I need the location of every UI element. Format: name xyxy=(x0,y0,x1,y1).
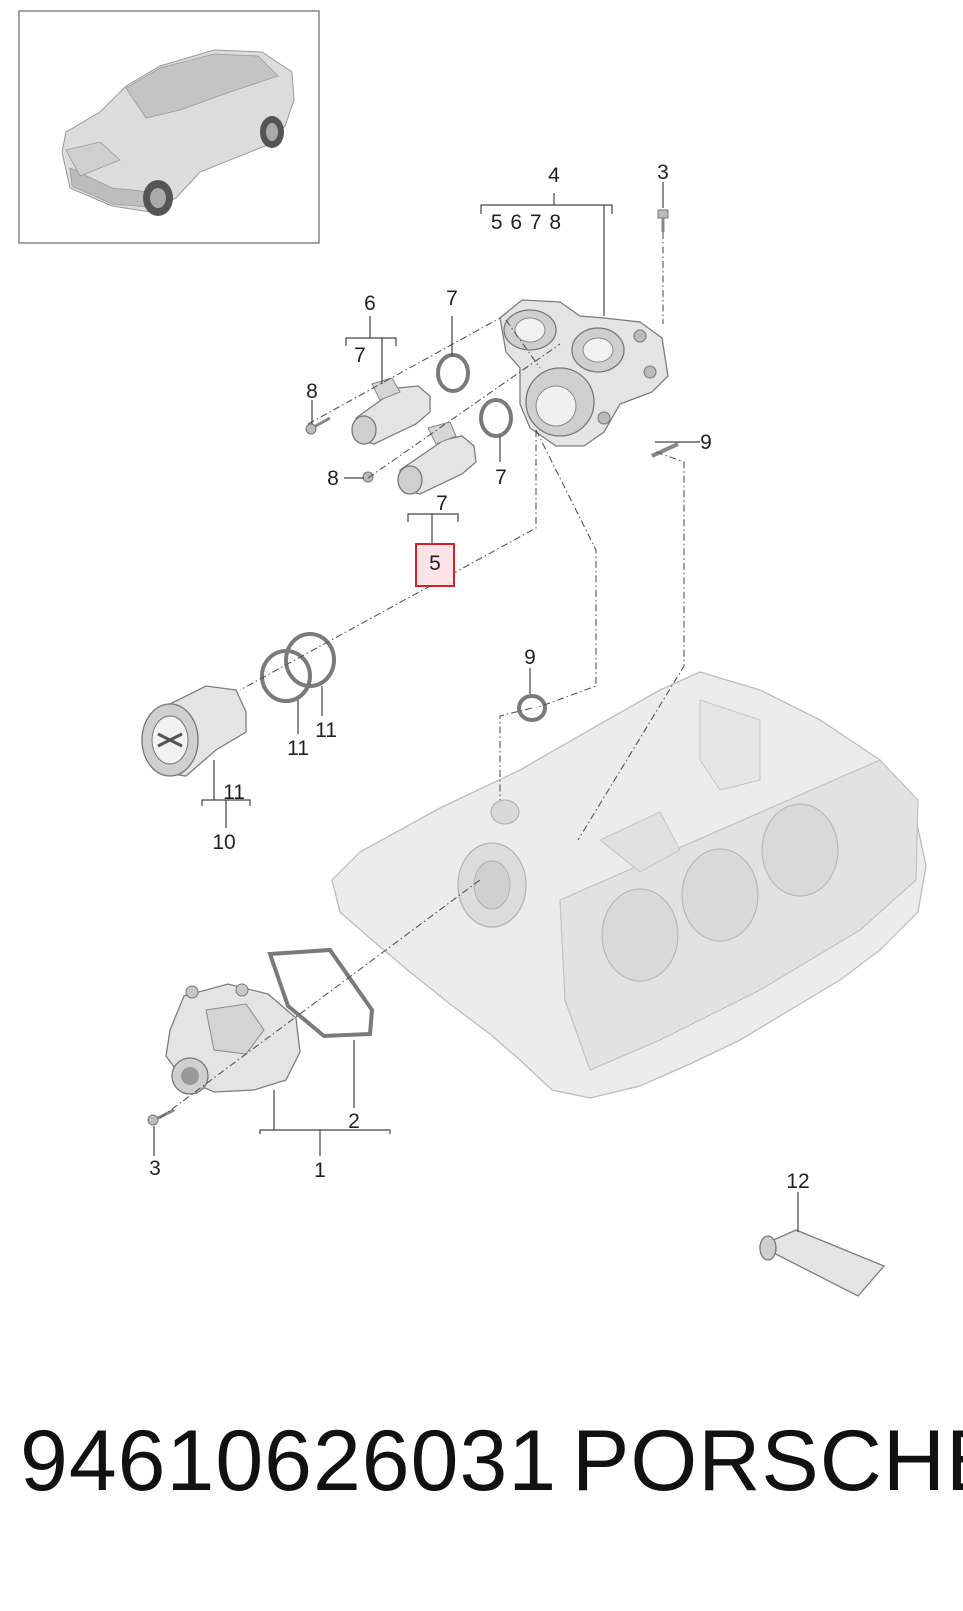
highlight-box xyxy=(415,543,455,587)
callout-7-bracket5: 7 xyxy=(436,492,448,515)
bolt-top xyxy=(657,209,669,232)
o-ring-block xyxy=(517,694,547,722)
callout-7-bracket6: 7 xyxy=(354,344,366,367)
callout-9-block: 9 xyxy=(524,646,536,669)
callout-12: 12 xyxy=(786,1170,809,1193)
pump-gasket xyxy=(267,947,375,1039)
o-ring-lower xyxy=(479,398,513,438)
vehicle-thumbnail xyxy=(18,10,320,244)
callout-7-upper-ring: 7 xyxy=(446,287,458,310)
callout-8-upper: 8 xyxy=(306,380,318,403)
thermostat-insert xyxy=(141,685,247,777)
brand-name: PORSCHE xyxy=(572,1413,963,1509)
callout-11-left: 11 xyxy=(287,737,309,760)
callout-10: 10 xyxy=(212,831,235,854)
callout-3-top: 3 xyxy=(657,161,669,184)
bolt-upper xyxy=(305,416,331,435)
upper-pipe-flange xyxy=(351,377,431,445)
sealing-ring-outer xyxy=(284,632,336,688)
callout-5-highlighted: 5 xyxy=(429,552,441,575)
callout-11-bracket10: 11 xyxy=(223,781,245,804)
callout-9-right: 9 xyxy=(700,431,712,454)
assembly-lines xyxy=(159,232,685,1119)
callout-8-lower: 8 xyxy=(327,467,339,490)
thermostat-housing xyxy=(499,299,669,447)
sealant-tube xyxy=(758,1229,886,1297)
callout-7-lower-ring: 7 xyxy=(495,466,507,489)
leader-lines xyxy=(153,182,799,1232)
callout-4-subparts: 5 6 7 8 xyxy=(491,211,561,234)
pin-right xyxy=(651,442,679,458)
callout-11-right: 11 xyxy=(315,719,337,742)
water-pump xyxy=(165,983,301,1095)
bolt-lower xyxy=(362,471,374,483)
callout-1: 1 xyxy=(314,1159,326,1182)
part-number: 94610626031 xyxy=(20,1413,558,1509)
callout-2: 2 xyxy=(348,1110,360,1133)
lower-pipe-flange xyxy=(397,421,477,495)
callout-6: 6 xyxy=(364,292,376,315)
o-ring-upper xyxy=(436,353,470,393)
callout-3-bottom: 3 xyxy=(149,1157,161,1180)
engine-block xyxy=(331,671,927,1099)
callout-4: 4 xyxy=(548,164,560,187)
